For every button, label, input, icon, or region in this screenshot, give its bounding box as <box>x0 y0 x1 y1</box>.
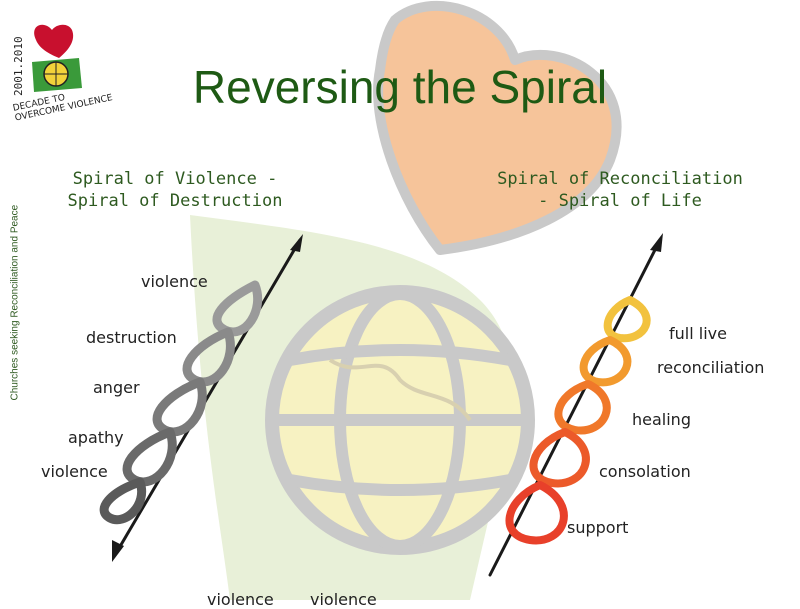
left-label-violence-bottom: violence <box>41 462 108 481</box>
right-label-full-live: full live <box>669 324 727 343</box>
left-label-apathy: apathy <box>68 428 124 447</box>
logo-icon <box>32 24 82 92</box>
logo-years: 2001.2010 <box>12 36 25 96</box>
right-label-support: support <box>567 518 629 537</box>
violence-spiral <box>99 234 303 562</box>
right-subtitle: Spiral of Reconciliation - Spiral of Lif… <box>497 169 743 211</box>
reconciliation-spiral <box>488 233 663 577</box>
left-subtitle: Spiral of Violence - Spiral of Destructi… <box>67 169 283 211</box>
left-label-anger: anger <box>93 378 140 397</box>
heart-shape <box>373 1 622 255</box>
left-label-violence: violence <box>141 272 208 291</box>
right-label-healing: healing <box>632 410 691 429</box>
right-label-reconciliation: reconciliation <box>657 358 765 377</box>
page-title: Reversing the Spiral <box>192 61 608 113</box>
logo: 2001.2010 DECADE TO OVERCOME VIOLENCE <box>4 0 116 124</box>
globe-icon <box>265 285 535 555</box>
right-label-consolation: consolation <box>599 462 691 481</box>
side-caption: Churches seeking Reconciliation and Peac… <box>9 204 21 401</box>
left-label-destruction: destruction <box>86 328 177 347</box>
